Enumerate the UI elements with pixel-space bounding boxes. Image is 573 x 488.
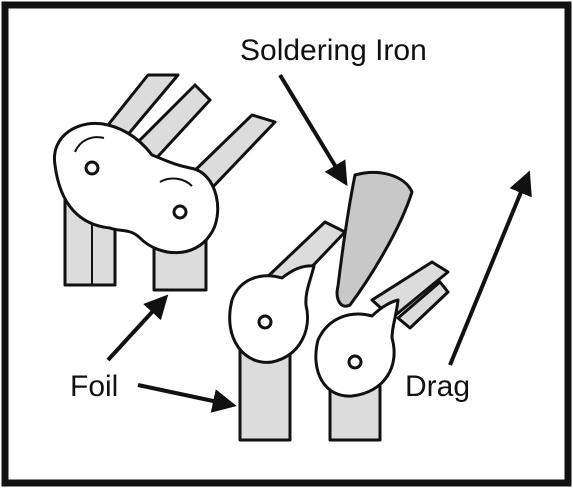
right-pad-1 [228,264,316,364]
soldering-iron-tip [335,170,414,308]
bridged-pads-group [53,73,277,292]
left-pad-hole-1 [84,160,100,176]
right-pad-hole-2 [347,354,363,370]
solder-bridge [53,122,220,255]
right-pad-hole-1 [257,314,273,330]
foil-arrow-right [137,383,237,413]
foil-arrow-up [106,294,169,362]
soldering-iron-arrow [278,73,348,187]
foil-label: Foil [70,370,118,403]
right-vertical-trace-1 [238,348,292,442]
drag-label: Drag [405,370,470,403]
separated-pads-group [228,220,450,442]
left-pad-hole-2 [172,204,188,220]
drag-arrow [448,170,532,366]
right-pad-2 [314,298,400,398]
soldering-iron-label: Soldering Iron [240,34,427,67]
